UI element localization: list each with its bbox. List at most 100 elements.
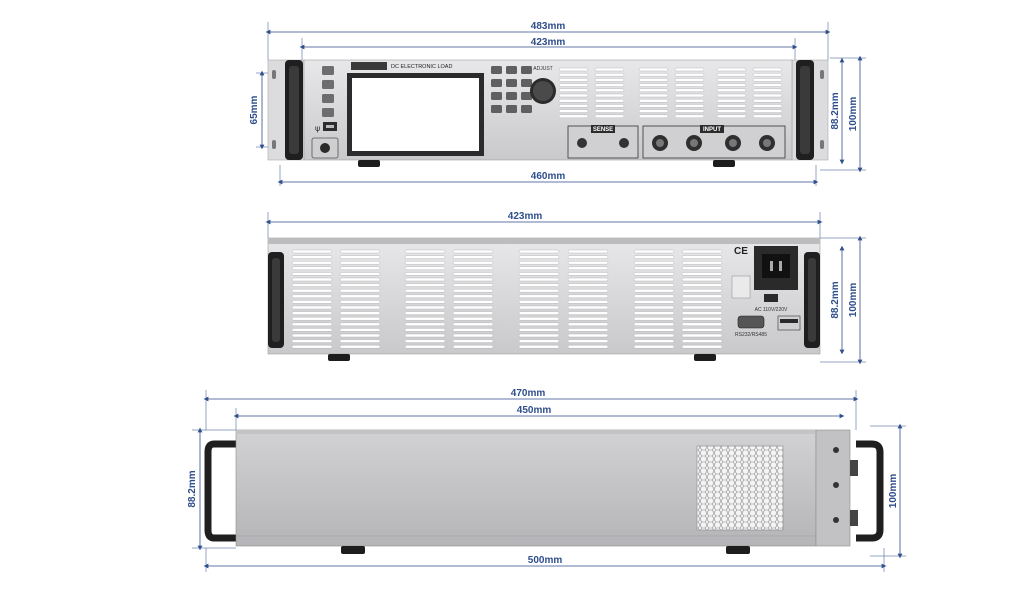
dim-front-88: 88.2mm	[830, 92, 841, 129]
vent-slot	[567, 294, 609, 298]
vent-slot	[404, 283, 446, 287]
vent-slot	[558, 72, 589, 77]
voltage-selector[interactable]	[764, 294, 778, 302]
vent-slot	[339, 345, 381, 349]
vent-slot	[633, 322, 675, 326]
vent-slot	[558, 67, 589, 72]
vent-slot	[518, 328, 560, 332]
vent-slot	[681, 255, 723, 259]
keypad-key[interactable]	[521, 105, 532, 113]
vent-slot	[567, 283, 609, 287]
front-button[interactable]	[322, 94, 334, 103]
vent-slot	[567, 255, 609, 259]
vent-slot	[752, 67, 783, 72]
vent-slot	[567, 311, 609, 315]
keypad-key[interactable]	[506, 105, 517, 113]
vent-slot	[518, 289, 560, 293]
front-foot	[358, 160, 380, 167]
vent-slot	[291, 305, 333, 310]
vent-slot	[681, 283, 723, 287]
vent-slot	[291, 266, 333, 270]
vent-slot	[452, 322, 494, 326]
vent-slot	[404, 255, 446, 259]
vent-slot	[567, 289, 609, 293]
side-foot	[341, 546, 365, 554]
ce-mark: CE	[734, 246, 748, 257]
dim-side-470: 470mm	[511, 388, 546, 399]
vent-slot	[674, 72, 705, 77]
vent-slot	[594, 109, 625, 113]
side-rear-block	[815, 429, 851, 547]
vent-slot	[752, 93, 783, 98]
keypad-key[interactable]	[521, 79, 532, 87]
vent-slot	[633, 255, 675, 259]
keypad-key[interactable]	[491, 79, 502, 87]
vent-slot	[674, 78, 705, 82]
vent-slot	[339, 277, 381, 282]
vent-slot	[681, 294, 723, 298]
vent-slot	[638, 78, 669, 82]
vent-slot	[518, 294, 560, 298]
vent-slot	[633, 294, 675, 298]
vent-slot	[452, 255, 494, 259]
keypad-key[interactable]	[521, 92, 532, 100]
vent-slot	[633, 283, 675, 287]
vent-slot	[752, 72, 783, 77]
vent-slot	[752, 83, 783, 87]
keypad-key[interactable]	[491, 105, 502, 113]
vent-slot	[633, 277, 675, 282]
vent-slot	[681, 345, 723, 349]
front-button[interactable]	[322, 80, 334, 89]
vent-slot	[404, 305, 446, 310]
vent-slot	[752, 109, 783, 113]
sense-terminal[interactable]	[619, 138, 629, 148]
rear-foot	[328, 354, 350, 361]
vent-slot	[633, 266, 675, 270]
keypad-key[interactable]	[491, 92, 502, 100]
vent-slot	[291, 294, 333, 298]
comm-port[interactable]	[737, 315, 765, 329]
vent-slot	[674, 67, 705, 72]
vent-slot	[291, 339, 333, 343]
rear-view: 423mm 88.2mm 100mm CE AC 110V/220V	[265, 211, 866, 365]
vent-slot	[404, 322, 446, 326]
keypad-key[interactable]	[506, 66, 517, 74]
dim-front-65: 65mm	[249, 95, 260, 124]
vent-slot	[633, 261, 675, 265]
vent-slot	[339, 294, 381, 298]
vent-slot	[339, 317, 381, 321]
comm-label: RS232/RS485	[735, 332, 767, 338]
keypad-key[interactable]	[506, 79, 517, 87]
vent-slot	[339, 300, 381, 304]
vent-slot	[567, 339, 609, 343]
vent-slot	[404, 339, 446, 343]
vent-slot	[452, 333, 494, 338]
front-button[interactable]	[322, 66, 334, 75]
vent-slot	[633, 311, 675, 315]
vent-slot	[638, 88, 669, 93]
vent-slot	[291, 261, 333, 265]
vent-slot	[339, 339, 381, 343]
vent-slot	[518, 249, 560, 254]
vent-slot	[594, 78, 625, 82]
vent-slot	[716, 83, 747, 87]
vent-slot	[674, 98, 705, 103]
front-button[interactable]	[322, 108, 334, 117]
sense-terminal[interactable]	[577, 138, 587, 148]
side-foot	[726, 546, 750, 554]
vent-slot	[567, 333, 609, 338]
vent-slot	[567, 261, 609, 265]
vent-slot	[452, 249, 494, 254]
vent-slot	[558, 114, 589, 119]
vent-slot	[518, 317, 560, 321]
vent-slot	[594, 93, 625, 98]
keypad-key[interactable]	[506, 92, 517, 100]
lcd-screen	[352, 78, 479, 151]
vent-slot	[291, 300, 333, 304]
vent-slot	[716, 72, 747, 77]
keypad-key[interactable]	[521, 66, 532, 74]
vent-slot	[633, 317, 675, 321]
vent-slot	[674, 88, 705, 93]
keypad-key[interactable]	[491, 66, 502, 74]
dim-side-450: 450mm	[517, 405, 552, 416]
